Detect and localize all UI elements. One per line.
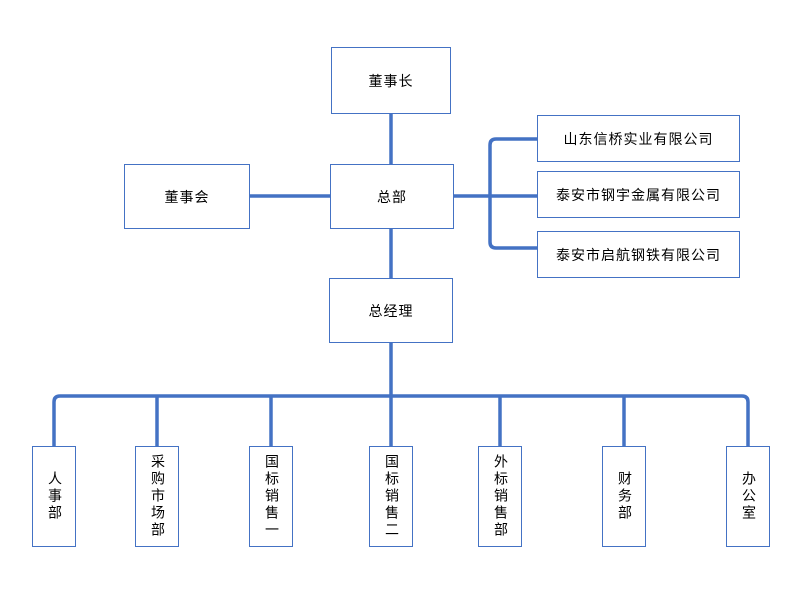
node-dept-purchasing-market: 采购市场部: [135, 446, 179, 547]
general-manager-label: 总经理: [368, 303, 414, 320]
headquarters-label: 总部: [377, 189, 407, 206]
node-company-taian-qihang: 泰安市启航钢铁有限公司: [537, 231, 740, 278]
board-label: 董事会: [164, 189, 210, 206]
node-dept-office: 办公室: [726, 446, 770, 547]
dept-label: 外标销售部: [492, 454, 508, 539]
dept-label: 采购市场部: [149, 454, 165, 539]
company-label: 泰安市启航钢铁有限公司: [556, 247, 721, 264]
node-chairman: 董事长: [331, 47, 451, 114]
connector-companies-bracket: [488, 137, 537, 250]
node-dept-hr: 人事部: [32, 446, 76, 547]
node-headquarters: 总部: [330, 164, 454, 229]
dept-label: 人事部: [46, 471, 62, 522]
chairman-label: 董事长: [368, 73, 414, 90]
dept-label: 办公室: [740, 471, 756, 522]
connector-dept-rail: [52, 394, 750, 446]
node-company-taian-gangyu: 泰安市钢宇金属有限公司: [537, 171, 740, 218]
node-dept-foreign-sales: 外标销售部: [478, 446, 522, 547]
node-board: 董事会: [124, 164, 250, 229]
node-dept-finance: 财务部: [602, 446, 646, 547]
node-company-shandong-xinqiao: 山东信桥实业有限公司: [537, 115, 740, 162]
node-dept-gb-sales-1: 国标销售一: [249, 446, 293, 547]
dept-label: 财务部: [616, 471, 632, 522]
dept-label: 国标销售一: [263, 454, 279, 539]
company-label: 山东信桥实业有限公司: [563, 131, 714, 148]
node-general-manager: 总经理: [329, 278, 453, 343]
company-label: 泰安市钢宇金属有限公司: [556, 187, 721, 204]
node-dept-gb-sales-2: 国标销售二: [369, 446, 413, 547]
dept-label: 国标销售二: [383, 454, 399, 539]
